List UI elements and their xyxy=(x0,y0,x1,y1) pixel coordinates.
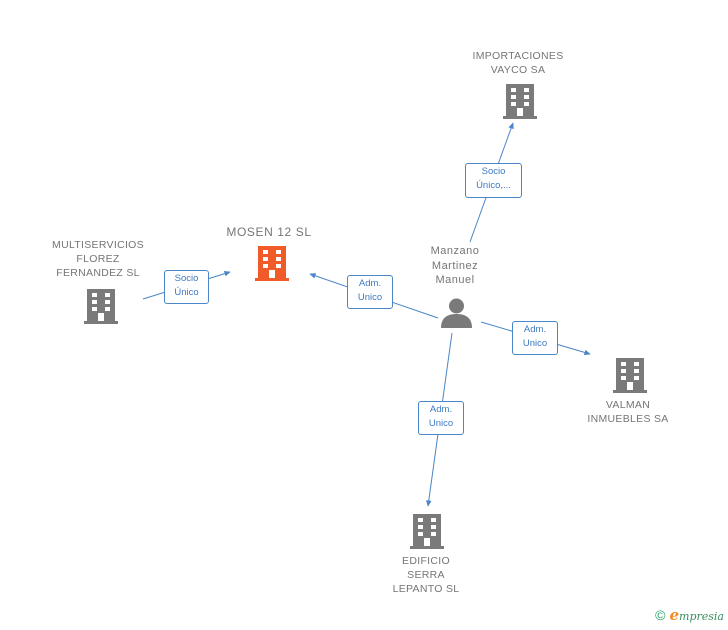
node-label-edificio-serra-lepanto[interactable]: EDIFICIO SERRA LEPANTO SL xyxy=(392,555,460,595)
node-label-multiservicios-florez[interactable]: MULTISERVICIOS FLOREZ FERNANDEZ SL xyxy=(52,239,144,279)
edge-label-socio-unico-multiservicios[interactable]: Socio Único xyxy=(164,270,209,304)
edge-label-adm-unico-valman[interactable]: Adm. Unico xyxy=(512,321,558,355)
node-label-importaciones-vayco[interactable]: IMPORTACIONES VAYCO SA xyxy=(472,50,564,76)
building-icon[interactable] xyxy=(255,246,289,282)
copyright-icon: © xyxy=(655,607,666,623)
empresia-logo[interactable]: empresia xyxy=(669,605,724,624)
node-label-mosen-12-sl[interactable]: MOSEN 12 SL xyxy=(226,225,312,239)
edge-label-socio-unico-importaciones[interactable]: Socio Único,... xyxy=(465,163,522,198)
edge-label-adm-unico-edificio[interactable]: Adm. Unico xyxy=(418,401,464,435)
building-icon[interactable] xyxy=(503,84,537,120)
edge-label-adm-unico-focus[interactable]: Adm. Unico xyxy=(347,275,393,309)
building-icon[interactable] xyxy=(84,289,118,325)
building-icon[interactable] xyxy=(613,358,647,394)
person-icon[interactable] xyxy=(441,298,472,328)
brand-footer: © empresia xyxy=(655,606,724,624)
node-label-valman-inmuebles[interactable]: VALMAN INMUEBLES SA xyxy=(587,399,669,425)
node-label-manzano-martinez-manuel[interactable]: Manzano Martinez Manuel xyxy=(430,245,480,286)
building-icon[interactable] xyxy=(410,514,444,550)
